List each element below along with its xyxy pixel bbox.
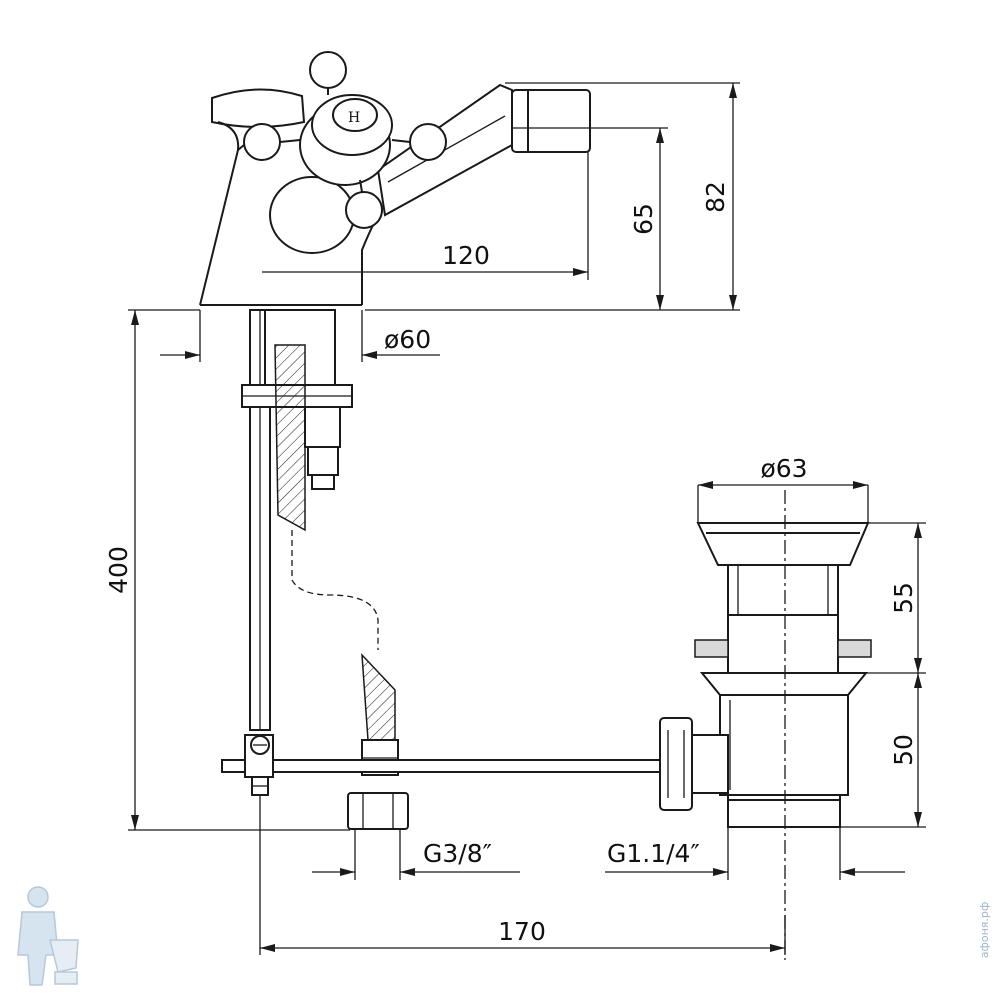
dimension-label-55: 55 <box>889 582 918 614</box>
waste-assembly <box>659 490 872 960</box>
dimension-label-400: 400 <box>104 546 133 594</box>
dimension-label-50: 50 <box>889 734 918 766</box>
plumber-icon <box>17 886 79 986</box>
watermark-site: афоня.рф <box>978 902 991 959</box>
faucet-body: H <box>199 51 591 306</box>
dimension-label-inlet-thread: G3/8″ <box>423 839 492 868</box>
svg-text:H: H <box>348 110 360 126</box>
dimension-label-waste-thread: G1.1/4″ <box>607 839 700 868</box>
dimension-label-waste-diameter: ø63 <box>760 454 807 483</box>
supply-assembly <box>221 309 663 830</box>
dimension-lines <box>128 82 926 955</box>
dimension-label-170: 170 <box>498 917 546 946</box>
dimension-label-base-diameter: ø60 <box>384 325 431 354</box>
dimension-label-120: 120 <box>442 241 490 270</box>
dimension-label-65: 65 <box>629 203 658 235</box>
dimension-label-82: 82 <box>701 181 730 213</box>
